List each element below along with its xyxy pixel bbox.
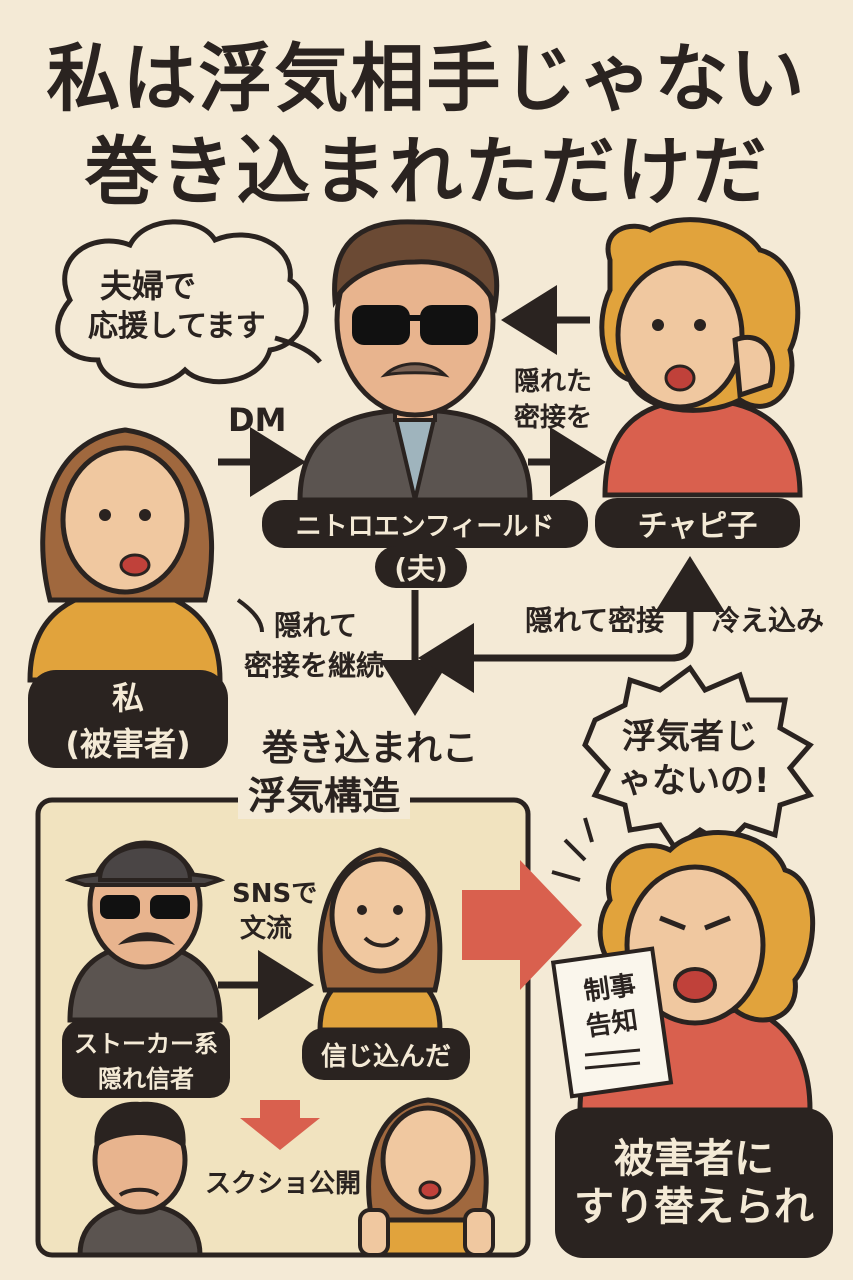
- me-label: 私: [111, 679, 144, 717]
- hidden-left-label-2: 密接を継続: [244, 649, 385, 682]
- big-red-arrow: [462, 860, 582, 990]
- stalker-label-2: 隠れ信者: [98, 1065, 194, 1093]
- angry-speech-bubble: [582, 664, 815, 852]
- structure-title-2: 浮気構造: [238, 774, 411, 819]
- chapiko-name-pill: チャピ子: [595, 498, 800, 548]
- title-line-2: 巻き込まれただけだ: [84, 129, 769, 215]
- speech-line-1: 夫婦で: [100, 267, 197, 305]
- husband-figure: [297, 219, 533, 503]
- husband-sub-pill: (夫): [375, 546, 467, 588]
- hidden-right-label: 隠れて密接: [525, 604, 665, 637]
- hidden-left-label-1: 隠れて: [274, 609, 358, 642]
- hidden-contact-label-1: 隠れた: [514, 367, 593, 397]
- cooling-label: 冷え込み: [712, 604, 825, 637]
- angry-bubble-line-1: 浮気者じ: [622, 717, 758, 757]
- structure-title-1: 巻き込まれこ: [262, 728, 479, 769]
- me-figure: [27, 427, 223, 683]
- angry-bubble-line-2: ゃないの!: [618, 761, 770, 801]
- angry-chapiko-figure: [550, 817, 816, 1113]
- down-red-arrow: [240, 1100, 320, 1150]
- believer-figure: [317, 847, 443, 1033]
- sns-label-2: 文流: [240, 914, 293, 944]
- dm-label: DM: [228, 401, 287, 439]
- speech-line-2: 応援してます: [88, 309, 266, 344]
- stalker-pill: ストーカー系 隠れ信者: [62, 1020, 230, 1098]
- screenshot-label: スクショ公開: [205, 1169, 362, 1199]
- me-name-pill: 私 (被害者): [28, 670, 228, 768]
- sns-label-1: SNSで: [232, 879, 318, 909]
- believed-pill: 信じ込んだ: [302, 1028, 470, 1080]
- title-line-1: 私は浮気相手じゃない: [46, 36, 807, 122]
- speech-cloud-couple: [55, 219, 322, 389]
- victim-swap-line-2: すり替えられ: [574, 1184, 814, 1230]
- victim-swap-line-1: 被害者に: [614, 1136, 774, 1182]
- husband-name-pill: ニトロエンフィールド: [262, 500, 588, 548]
- chapiko-figure: [599, 217, 803, 498]
- me-sub-label: (被害者): [65, 725, 191, 763]
- victim-swap-box: 被害者に すり替えられ: [555, 1108, 833, 1258]
- angry-woman-small-figure: [77, 1101, 203, 1258]
- stalker-label-1: ストーカー系: [74, 1030, 218, 1058]
- surprised-woman-figure: [358, 1097, 495, 1258]
- stalker-figure: [64, 840, 226, 1023]
- arrows: [218, 285, 725, 716]
- hidden-contact-label-2: 密接を: [514, 403, 593, 433]
